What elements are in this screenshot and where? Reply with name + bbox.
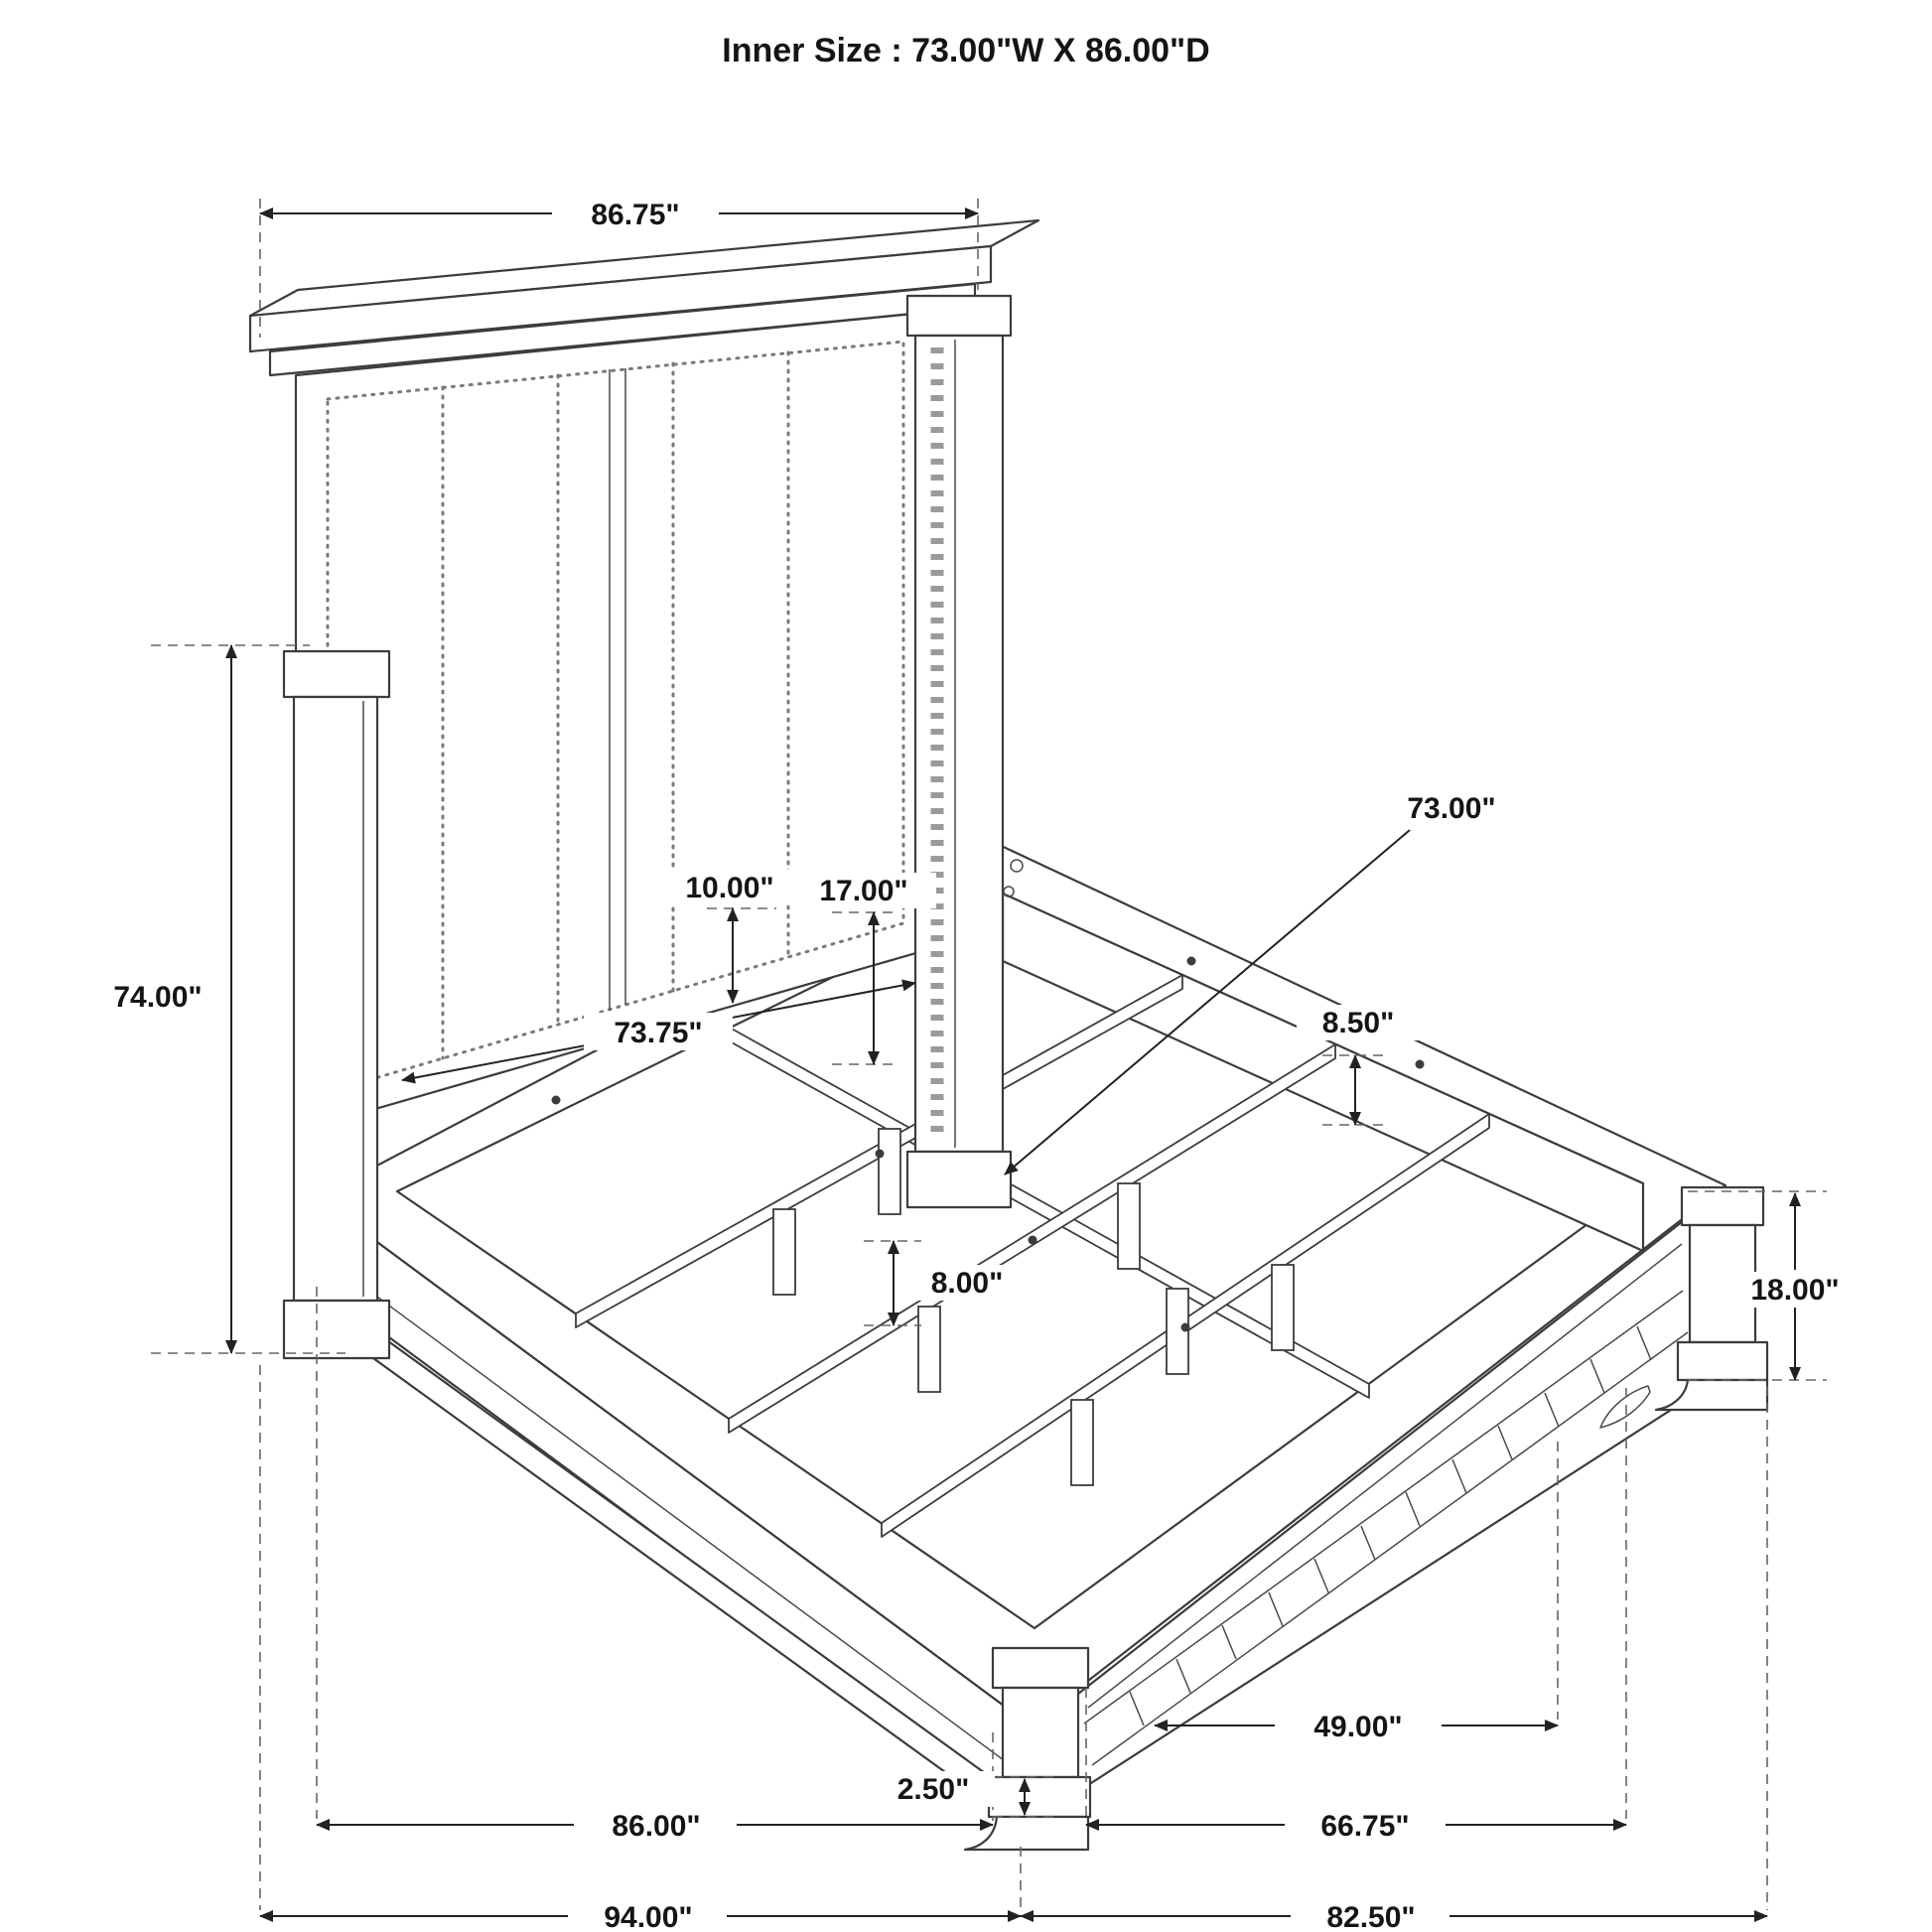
headboard-cap-front [248, 244, 993, 353]
page-title: Inner Size : 73.00"W X 86.00"D [722, 32, 1209, 69]
dim-label-bg [872, 1771, 995, 1807]
leader-line [1004, 829, 1411, 1175]
dim-label-bg [791, 873, 936, 908]
slat-leg [772, 1208, 796, 1296]
dim-offset-rail: 17.00" [791, 873, 936, 1065]
foot-post-foot [1654, 1378, 1769, 1412]
bed-drawing [248, 218, 1769, 1852]
foot-post-base [1676, 1340, 1769, 1382]
slat-leg [1070, 1399, 1094, 1486]
dim-height-rail-label: 8.50" [1322, 1007, 1395, 1039]
foot-post-shaft [1001, 1686, 1080, 1779]
slat-leg [878, 1128, 901, 1215]
dim-width-top-label: 86.75" [591, 199, 679, 231]
dim-length-total: 94.00" [259, 1901, 1022, 1932]
dim-height-foot-base-label: 2.50" [897, 1773, 970, 1806]
dim-label-bg [584, 1013, 733, 1050]
dim-label-bg [1720, 1272, 1870, 1308]
dim-height-foot-base: 2.50" [872, 1771, 1031, 1816]
dim-width-panel-label: 73.75" [614, 1017, 702, 1049]
foot-post-foot [963, 1815, 1090, 1852]
slat-leg [1166, 1288, 1189, 1375]
dim-length-base: 86.00" [316, 1810, 994, 1843]
dim-label-bg [905, 1265, 1029, 1301]
dim-offset-panel-label: 10.00" [685, 872, 773, 904]
panel-channel-seams [441, 350, 790, 1060]
dim-length-base-label: 86.00" [612, 1810, 700, 1843]
dim-width-footboard-inner-label: 66.75" [1320, 1810, 1409, 1843]
slat-leg [1271, 1264, 1295, 1351]
footboard-mirror-trim-line [1087, 1243, 1683, 1709]
near-rail-molding-line [316, 1251, 1032, 1781]
foot-post-cap [991, 1646, 1090, 1690]
post-base [282, 1299, 391, 1360]
headboard [248, 218, 1040, 1360]
panel-center-stile [609, 368, 626, 1010]
slat-leg [1117, 1182, 1141, 1270]
screw-dot [1180, 1322, 1190, 1332]
dim-width-top: 86.75" [259, 199, 979, 231]
headboard-right-post [905, 294, 1013, 1209]
screw-dot [1415, 1059, 1425, 1069]
dim-height-footboard: 18.00" [1720, 1192, 1870, 1381]
screw-dot [1028, 1235, 1037, 1245]
dim-length-total-label: 94.00" [604, 1901, 692, 1932]
foot-post-cap [1680, 1185, 1765, 1227]
dim-offset-panel: 10.00" [657, 870, 802, 1004]
dim-height-leg-label: 8.00" [931, 1267, 1004, 1300]
post-cap [905, 294, 1013, 338]
dim-height-headboard-label: 74.00" [113, 981, 202, 1014]
slat-leg [917, 1306, 941, 1393]
post-base [905, 1150, 1013, 1209]
bolt-hole [1003, 886, 1015, 897]
footboard-corbel [1599, 1385, 1651, 1429]
dim-width-panel: 73.75" [401, 979, 916, 1084]
footboard [963, 1185, 1769, 1852]
bolt-hole [1010, 859, 1024, 873]
dim-offset-rail-label: 17.00" [819, 875, 907, 907]
dim-height-footboard-label: 18.00" [1750, 1274, 1839, 1307]
dimension-annotations: 86.75" 74.00" 73.75" 10.00" 17.00" 73.00… [113, 199, 1870, 1932]
dim-width-foot-inner: 49.00" [1154, 1711, 1559, 1743]
dim-length-slat: 73.00" [1004, 790, 1527, 1175]
dim-label-bg [1376, 790, 1527, 826]
screw-dot [1186, 956, 1196, 966]
screw-dot [875, 1149, 885, 1159]
dim-width-foot-inner-label: 49.00" [1313, 1711, 1402, 1743]
footboard-carved-band-top [1083, 1290, 1684, 1725]
dim-width-total: 82.50" [1020, 1901, 1768, 1932]
dim-height-leg: 8.00" [888, 1240, 1029, 1326]
dim-height-rail: 8.50" [1297, 1005, 1420, 1126]
post-shaft [913, 334, 1005, 1154]
footboard-carved-band-bottom [1091, 1331, 1689, 1766]
dim-height-headboard: 74.00" [113, 644, 237, 1354]
screw-dot [551, 1095, 561, 1105]
dim-label-bg [1297, 1005, 1420, 1040]
dim-width-total-label: 82.50" [1326, 1901, 1415, 1932]
footboard-left-post [963, 1646, 1092, 1852]
post-cap [282, 649, 391, 699]
dim-label-bg [657, 870, 802, 905]
footboard-carving-ticks [1129, 1325, 1652, 1726]
headboard-left-post [282, 649, 391, 1360]
rail-bolt-holes [1003, 859, 1024, 897]
dim-length-slat-label: 73.00" [1407, 792, 1495, 825]
foot-post-base [987, 1775, 1092, 1819]
dim-width-footboard-inner: 66.75" [1085, 1810, 1627, 1843]
post-shaft [292, 695, 379, 1303]
